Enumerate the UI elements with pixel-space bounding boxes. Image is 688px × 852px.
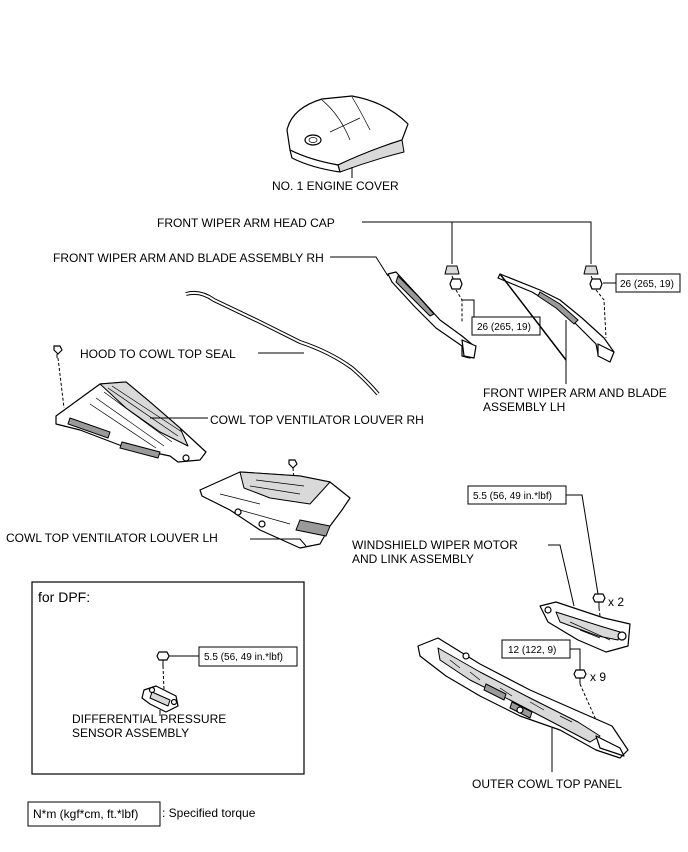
torque-wiper-rh: 26 (265, 19): [477, 322, 531, 333]
wiper-motor-label-line2: AND LINK ASSEMBLY: [352, 552, 474, 566]
head-cap-lh-icon: [583, 265, 599, 275]
outer-cowl-label: OUTER COWL TOP PANEL: [472, 777, 622, 791]
torque-box-wiper-lh: [615, 273, 681, 293]
dps-label-line1: DIFFERENTIAL PRESSURE: [72, 712, 226, 726]
louver-rh-label: COWL TOP VENTILATOR LOUVER RH: [210, 413, 424, 427]
wiper-motor-illustration: [539, 601, 631, 653]
torque-dps: 5.5 (56, 49 in.*lbf): [204, 652, 283, 663]
wiper-arm-rh-illustration: [387, 271, 477, 359]
legend-description: : Specified torque: [162, 806, 256, 820]
nut-lh-icon: [589, 278, 603, 290]
wiper-head-cap-leader: [362, 221, 592, 264]
outer-cowl-illustration: [417, 637, 629, 759]
wiper-arm-lh-illustration: [497, 273, 615, 363]
louver-lh-leader: [250, 538, 307, 547]
louver-rh-illustration: [55, 381, 207, 463]
dps-sensor-illustration: [141, 685, 179, 713]
wiper-arm-rh-leader: [330, 256, 389, 277]
hood-seal-illustration: [185, 290, 380, 396]
wiper-arm-lh-label-line2: ASSEMBLY LH: [483, 400, 565, 414]
legend-box: [27, 801, 161, 827]
clip-lh-icon: [288, 459, 298, 469]
outer-cowl-bolt-qty: x 9: [590, 670, 606, 684]
engine-cover-illustration: [286, 95, 409, 173]
wiper-motor-label-line1: WINDSHIELD WIPER MOTOR: [352, 538, 518, 552]
hood-seal-label: HOOD TO COWL TOP SEAL: [80, 347, 236, 361]
engine-cover-label: NO. 1 ENGINE COVER: [272, 179, 399, 193]
bolt-dps-icon: [156, 651, 170, 666]
bolt-wiper-motor-icon: [592, 593, 606, 608]
bolt-outer-cowl-icon: [573, 669, 587, 684]
nut-rh-icon: [449, 278, 463, 290]
dpf-inset-box: [31, 581, 305, 775]
legend-unit: N*m (kgf*cm, ft.*lbf): [33, 807, 138, 821]
dpf-inset-title: for DPF:: [38, 589, 90, 605]
dps-label-line2: SENSOR ASSEMBLY: [72, 726, 189, 740]
clip-rh-icon: [53, 345, 63, 358]
louver-lh-label: COWL TOP VENTILATOR LOUVER LH: [6, 531, 218, 545]
torque-wiper-motor: 5.5 (56, 49 in.*lbf): [473, 491, 552, 502]
wiper-head-cap-label: FRONT WIPER ARM HEAD CAP: [157, 216, 335, 230]
wiper-arm-rh-label: FRONT WIPER ARM AND BLADE ASSEMBLY RH: [53, 251, 324, 265]
wiper-motor-bolt-qty: x 2: [608, 595, 624, 609]
wiper-motor-leader: [548, 544, 575, 607]
wiper-arm-lh-label-line1: FRONT WIPER ARM AND BLADE: [483, 386, 667, 400]
torque-outer-cowl: 12 (122, 9): [508, 645, 556, 656]
louver-lh-illustration: [199, 471, 351, 549]
torque-wiper-lh: 26 (265, 19): [620, 279, 674, 290]
head-cap-rh-icon: [444, 265, 460, 275]
